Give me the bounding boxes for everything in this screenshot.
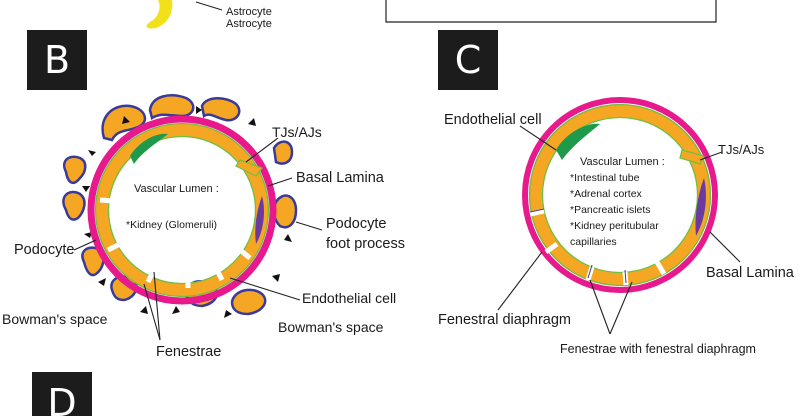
leader-fenestral-diaphragm (497, 251, 543, 311)
fenestral-diaphragm-mark (624, 269, 627, 284)
panel-b-podocyte-label: Podocyte (14, 242, 74, 258)
panel-c-letter-box (438, 30, 498, 90)
panel-c-endothelial-cell-label: Endothelial cell (444, 112, 542, 128)
panel-c-letter: C (455, 38, 482, 82)
leader-tjs-ajs (245, 137, 279, 163)
panel-c-lumen-item-1: *Intestinal tube (570, 172, 640, 184)
arrow-mark (172, 306, 180, 314)
arrow-mark (196, 106, 202, 114)
leader-tjs-ajs (699, 151, 723, 161)
panel-b-fenestrae-label: Fenestrae (156, 344, 221, 360)
filtration-arrows (82, 106, 292, 318)
astrocyte-pointer (195, 1, 223, 11)
fenestrae-gaps (99, 197, 252, 288)
panel-b-lumen-example: *Kidney (Glomeruli) (126, 219, 217, 231)
endothelial-nucleus (130, 133, 168, 164)
leader-podocyte-foot (295, 221, 323, 231)
panel-b-letter: B (44, 38, 70, 82)
arrow-mark (224, 310, 232, 318)
leader-basal-lamina (267, 177, 293, 187)
fenestra-gap (529, 208, 545, 217)
panel-c-tjs-ajs-label: TJs/AJs (718, 142, 765, 157)
arrow-mark (284, 234, 292, 242)
arrow-mark (140, 306, 148, 314)
panel-c-basal-lamina-label: Basal Lamina (706, 265, 795, 281)
arrow-mark (88, 150, 96, 156)
astrocyte-shape (146, 0, 173, 29)
panel-d-letter-box (32, 372, 92, 416)
podocyte-foot-11 (272, 140, 294, 165)
podocyte-foot-10 (272, 194, 298, 229)
arrow-mark (82, 186, 90, 192)
panel-b-bowmans-space-right: Bowman's space (278, 319, 384, 335)
fenestra-gap (238, 248, 252, 260)
leader-basal-lamina (709, 231, 741, 263)
leader-fenestrae-2 (609, 281, 633, 335)
fenestra-gap (106, 241, 122, 253)
leader-endothelial-cell (519, 125, 557, 151)
basal-lamina-ring (522, 97, 718, 293)
podocyte-foot-2 (148, 94, 195, 120)
arrow-mark (272, 274, 280, 282)
panel-c-lumen-title: Vascular Lumen : (580, 156, 665, 168)
endothelial-nucleus (556, 123, 600, 160)
arrow-mark (98, 278, 106, 286)
panel-d-letter: D (47, 381, 76, 416)
panel-b-letter-box (27, 30, 87, 90)
panel-b-lumen-title: Vascular Lumen : (134, 183, 219, 195)
podocyte-foot-5 (62, 190, 86, 221)
panel-c-leader-lines (497, 125, 741, 335)
fenestra-gap (213, 266, 225, 282)
endothelium-outer-outline (528, 103, 712, 287)
panel-c-lumen-item-2: *Adrenal cortex (570, 188, 643, 200)
endothelium-inner-outline (541, 116, 699, 274)
tight-junction (235, 159, 263, 177)
astrocyte-label-2: Astrocyte (226, 18, 272, 30)
fenestra-gap (654, 260, 667, 276)
arrow-mark (122, 116, 130, 124)
fenestrae-with-diaphragm (529, 208, 667, 286)
panel-b-basal-lamina-label: Basal Lamina (296, 170, 385, 186)
podocyte-foot-9 (230, 288, 267, 316)
endothelium-band (95, 123, 269, 297)
fenestra-gap (544, 241, 559, 255)
podocyte-foot-3 (200, 97, 241, 122)
leader-fenestrae-1 (143, 283, 161, 341)
fenestral-diaphragm-mark (529, 208, 545, 213)
basal-lamina-ring (87, 115, 277, 305)
arrow-mark (84, 232, 92, 238)
panel-b-podocyte-foot-label-2: foot process (326, 236, 405, 252)
fenestra-gap (145, 268, 157, 284)
fenestra-gap (99, 197, 115, 204)
panel-c-lumen-item-3: *Pancreatic islets (570, 204, 651, 216)
top-box-outline (385, 0, 717, 23)
fenestral-diaphragm-mark (587, 264, 593, 279)
astrocyte-label-1: Astrocyte (226, 6, 272, 18)
leader-fenestrae-1 (589, 279, 611, 335)
panel-c-fenestral-diaphragm-label: Fenestral diaphragm (438, 312, 571, 328)
panel-b-podocyte-foot-label-1: Podocyte (326, 216, 386, 232)
panel-c-lumen-item-5: capillaries (570, 236, 617, 248)
endothelial-nucleus-right (695, 178, 706, 236)
panel-b-bowmans-space-left: Bowman's space (2, 311, 108, 327)
panel-b-leader-lines (73, 137, 323, 341)
endothelium-inner-outline (107, 135, 257, 285)
fenestra-gap (585, 266, 595, 281)
leader-podocyte (73, 239, 97, 251)
leader-fenestrae-2 (153, 271, 161, 341)
panel-b-endothelial-cell-label: Endothelial cell (302, 290, 396, 306)
leader-endothelial-cell (229, 277, 301, 301)
endothelial-nucleus-right (255, 196, 264, 244)
panel-c-fenestrae-with-diaphragm-label: Fenestrae with fenestral diaphragm (560, 342, 756, 356)
panel-b-tjs-ajs-label: TJs/AJs (272, 124, 322, 140)
endothelium-outer-outline (94, 122, 270, 298)
arrow-mark (248, 118, 256, 126)
panel-b: Vascular Lumen : *Kidney (Glomeruli) TJs… (2, 94, 405, 360)
top-fragment: Astrocyte Astrocyte (146, 0, 717, 30)
panel-c-lumen-item-4: *Kidney peritubular (570, 220, 659, 232)
podocyte-foot-4 (63, 155, 87, 185)
tight-junction (679, 149, 705, 165)
panel-c: Vascular Lumen : *Intestinal tube *Adren… (438, 97, 795, 356)
